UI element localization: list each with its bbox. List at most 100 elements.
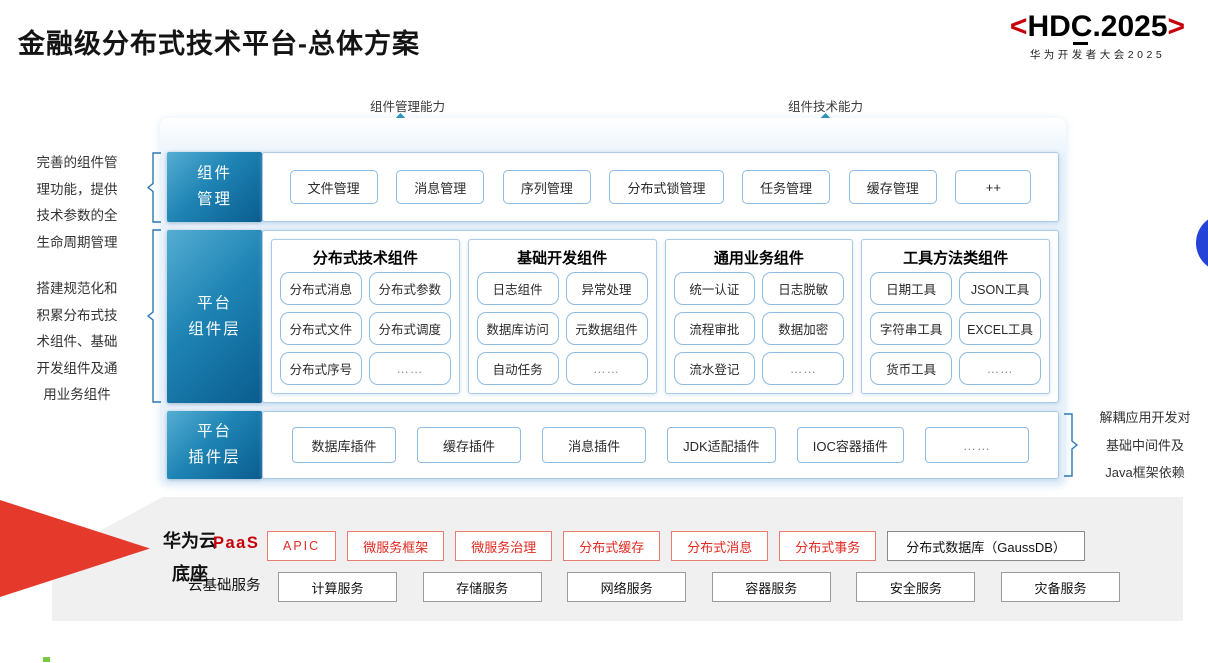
brace-connector-icon bbox=[146, 152, 161, 223]
component-pill: 流程审批 bbox=[673, 312, 756, 345]
paas-service-pill: 分布式事务 bbox=[779, 531, 877, 561]
huawei-cloud-base-label: 华为云 底座 bbox=[163, 531, 217, 584]
component-groups: 分布式技术组件 分布式消息分布式参数分布式文件分布式调度分布式序号…… 基础开发… bbox=[263, 231, 1058, 402]
component-pill: 分布式锁管理 bbox=[609, 170, 724, 204]
left-note-platform-components: 搭建规范化和 积累分布式技 术组件、基础 开发组件及通 用业务组件 bbox=[36, 281, 118, 402]
component-management-items: 文件管理消息管理序列管理分布式锁管理任务管理缓存管理 ++ bbox=[263, 153, 1058, 221]
paas-service-pill: 分布式缓存 bbox=[563, 531, 661, 561]
component-pill: 分布式文件 bbox=[280, 312, 362, 345]
layer-body-platform-plugins: 数据库插件缓存插件消息插件 JDK适配插件 IOC容器插件 …… bbox=[262, 411, 1059, 479]
paas-service-pill: 分布式消息 bbox=[671, 531, 769, 561]
component-pill: 字符串工具 bbox=[870, 312, 953, 345]
gaussdb-pill: 分布式数据库（GaussDB） bbox=[887, 531, 1085, 561]
capability-label-management: 组件管理能力 bbox=[370, 100, 446, 114]
paas-services-row: APIC 微服务框架微服务治理分布式缓存分布式消息分布式事务 分布式数据库（Gau… bbox=[267, 531, 1085, 561]
page-title: 金融级分布式技术平台-总体方案 bbox=[18, 29, 420, 59]
green-speck-artifact bbox=[43, 657, 50, 662]
platform-diagram: 组件 管理 文件管理消息管理序列管理分布式锁管理任务管理缓存管理 ++ 平台 组件… bbox=[160, 118, 1066, 485]
component-pill: EXCEL工具 bbox=[959, 312, 1041, 345]
component-pill: 日志脱敏 bbox=[762, 272, 845, 305]
blue-circle-decoration bbox=[1196, 214, 1208, 272]
component-pill: 日期工具 bbox=[870, 272, 953, 305]
group-header: 通用业务组件 bbox=[713, 250, 804, 267]
iaas-service-pill: 容器服务 bbox=[711, 572, 831, 602]
plugin-pill: …… bbox=[924, 427, 1029, 463]
component-pill: 元数据组件 bbox=[565, 312, 648, 345]
plugin-items: 数据库插件缓存插件消息插件 JDK适配插件 IOC容器插件 …… bbox=[263, 412, 1058, 478]
iaas-services-row: 计算服务存储服务网络服务容器服务安全服务灾备服务 bbox=[278, 572, 1120, 602]
left-note-component-management: 完善的组件管 理功能，提供 技术参数的全 生命周期管理 bbox=[36, 155, 118, 250]
logo-left-angle-icon: < bbox=[1009, 10, 1028, 43]
paas-service-pill: APIC bbox=[267, 531, 337, 561]
component-pill: 货币工具 bbox=[870, 352, 953, 385]
plugin-pill: 数据库插件 bbox=[292, 427, 397, 463]
component-pill: …… bbox=[959, 352, 1041, 385]
component-pill: 分布式序号 bbox=[280, 352, 362, 385]
paas-red-pills: APIC 微服务框架微服务治理分布式缓存分布式消息分布式事务 bbox=[267, 531, 877, 561]
logo-c-underlined: C bbox=[1070, 10, 1093, 45]
component-pill: JSON工具 bbox=[959, 272, 1041, 305]
component-pill: 缓存管理 bbox=[848, 170, 937, 204]
component-pill: 流水登记 bbox=[673, 352, 756, 385]
hdc-logo-text: <HDC.2025> bbox=[995, 10, 1200, 45]
brace-connector-icon bbox=[1064, 413, 1079, 477]
plugin-pill: IOC容器插件 bbox=[796, 427, 904, 463]
component-pill: 统一认证 bbox=[673, 272, 756, 305]
layer-body-platform-components: 分布式技术组件 分布式消息分布式参数分布式文件分布式调度分布式序号…… 基础开发… bbox=[262, 230, 1059, 403]
group-items: 分布式消息分布式参数分布式文件分布式调度分布式序号…… bbox=[280, 272, 451, 385]
brace-connector-icon bbox=[146, 229, 161, 403]
component-pill: 数据加密 bbox=[762, 312, 845, 345]
component-pill: 数据库访问 bbox=[476, 312, 559, 345]
component-pill: …… bbox=[368, 352, 451, 385]
logo-year: .2025 bbox=[1092, 10, 1168, 43]
paas-label: PaaS bbox=[213, 534, 260, 552]
cloud-basic-services-label: 云基础服务 bbox=[188, 578, 261, 594]
iaas-service-pill: 存储服务 bbox=[422, 572, 542, 602]
layer-label-platform-components: 平台 组件层 bbox=[167, 230, 262, 403]
plugin-pill: 缓存插件 bbox=[417, 427, 522, 463]
hdc-2025-logo: <HDC.2025> 华为开发者大会2025 bbox=[995, 10, 1200, 62]
iaas-service-pill: 安全服务 bbox=[856, 572, 976, 602]
component-pill: 消息管理 bbox=[396, 170, 485, 204]
group-distributed-tech: 分布式技术组件 分布式消息分布式参数分布式文件分布式调度分布式序号…… bbox=[271, 239, 460, 394]
group-header: 分布式技术组件 bbox=[312, 250, 418, 267]
layer-platform-components: 平台 组件层 分布式技术组件 分布式消息分布式参数分布式文件分布式调度分布式序号… bbox=[160, 230, 1066, 403]
component-pill: 分布式参数 bbox=[368, 272, 451, 305]
layer-component-management: 组件 管理 文件管理消息管理序列管理分布式锁管理任务管理缓存管理 ++ bbox=[160, 152, 1066, 222]
iaas-service-pill: 计算服务 bbox=[278, 572, 397, 602]
component-pill: 分布式消息 bbox=[280, 272, 362, 305]
plugin-pill: 消息插件 bbox=[542, 427, 647, 463]
component-pill: 任务管理 bbox=[742, 170, 831, 204]
layer-platform-plugins: 平台 插件层 数据库插件缓存插件消息插件 JDK适配插件 IOC容器插件 …… bbox=[160, 411, 1066, 479]
component-pill: 自动任务 bbox=[476, 352, 559, 385]
group-basic-dev: 基础开发组件 日志组件异常处理数据库访问元数据组件自动任务…… bbox=[467, 239, 657, 394]
paas-service-pill: 微服务框架 bbox=[347, 531, 445, 561]
layer-body-component-management: 文件管理消息管理序列管理分布式锁管理任务管理缓存管理 ++ bbox=[262, 152, 1059, 222]
group-header: 工具方法类组件 bbox=[903, 250, 1009, 267]
component-pill: 日志组件 bbox=[476, 272, 559, 305]
component-pill: 异常处理 bbox=[565, 272, 648, 305]
layer-label-platform-plugins: 平台 插件层 bbox=[167, 411, 262, 479]
logo-right-angle-icon: > bbox=[1167, 10, 1186, 43]
component-pill: 分布式调度 bbox=[368, 312, 451, 345]
group-items: 日志组件异常处理数据库访问元数据组件自动任务…… bbox=[476, 272, 648, 385]
group-items: 统一认证日志脱敏流程审批数据加密流水登记…… bbox=[673, 272, 845, 385]
right-note-decoupling: 解耦应用开发对 基础中间件及 Java框架依赖 bbox=[1099, 410, 1191, 480]
group-header: 基础开发组件 bbox=[517, 250, 608, 267]
component-pill: ++ bbox=[955, 170, 1032, 204]
component-pill: …… bbox=[565, 352, 648, 385]
logo-hd: HD bbox=[1027, 10, 1071, 43]
iaas-service-pill: 网络服务 bbox=[567, 572, 687, 602]
layer-label-component-management: 组件 管理 bbox=[167, 152, 262, 222]
plugin-pill: JDK适配插件 bbox=[667, 427, 776, 463]
iaas-service-pill: 灾备服务 bbox=[1000, 572, 1120, 602]
component-pill: 文件管理 bbox=[289, 170, 378, 204]
capability-label-technology: 组件技术能力 bbox=[788, 100, 864, 114]
component-pill: 序列管理 bbox=[502, 170, 591, 204]
hdc-logo-subtitle: 华为开发者大会2025 bbox=[1029, 49, 1166, 61]
paas-service-pill: 微服务治理 bbox=[455, 531, 553, 561]
group-common-business: 通用业务组件 统一认证日志脱敏流程审批数据加密流水登记…… bbox=[664, 239, 854, 394]
component-pill: …… bbox=[762, 352, 845, 385]
